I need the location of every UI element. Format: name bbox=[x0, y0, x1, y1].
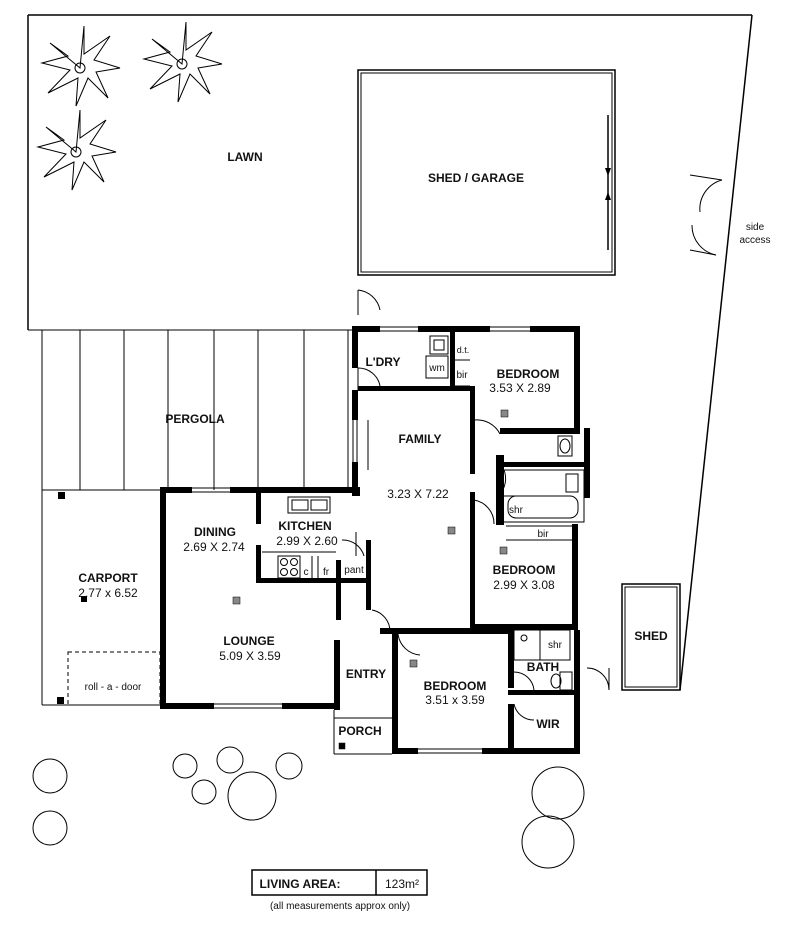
shr1-label: shr bbox=[509, 505, 524, 516]
living-area-value: 123m² bbox=[385, 877, 419, 891]
carport-dims: 2.77 x 6.52 bbox=[78, 586, 138, 600]
ensuite-fittings bbox=[499, 435, 585, 541]
laundry-fittings bbox=[425, 335, 470, 387]
carport-label: CARPORT bbox=[78, 571, 138, 585]
lounge-label: LOUNGE bbox=[223, 634, 274, 648]
roll-a-door-label: roll - a - door bbox=[85, 682, 142, 693]
entry-label: ENTRY bbox=[346, 667, 386, 681]
dt-label: d.t. bbox=[457, 345, 470, 355]
wm-label: wm bbox=[428, 363, 445, 374]
bedroom1-dims: 3.53 X 2.89 bbox=[489, 381, 551, 395]
dining-dims: 2.69 X 2.74 bbox=[183, 540, 245, 554]
tree-icon bbox=[142, 21, 223, 103]
bedroom1-label: BEDROOM bbox=[497, 367, 560, 381]
wir-label: WIR bbox=[536, 717, 560, 731]
shed-garage-label: SHED / GARAGE bbox=[428, 171, 524, 185]
fr-label: fr bbox=[323, 567, 330, 578]
measurements-note: (all measurements approx only) bbox=[270, 901, 410, 912]
bir1-label: bir bbox=[456, 370, 468, 381]
bedroom2-label: BEDROOM bbox=[493, 563, 556, 577]
living-area-label: LIVING AREA: bbox=[260, 877, 341, 891]
bedroom2-dims: 2.99 X 3.08 bbox=[493, 578, 555, 592]
shr2-label: shr bbox=[548, 640, 563, 651]
kitchen-fittings bbox=[262, 496, 336, 579]
bath-label: BATH bbox=[527, 660, 559, 674]
small-shed bbox=[621, 583, 681, 691]
lounge-dims: 5.09 X 3.59 bbox=[219, 649, 281, 663]
kitchen-dims: 2.99 X 2.60 bbox=[276, 534, 338, 548]
shrub-icon bbox=[32, 746, 585, 869]
bath-fittings bbox=[513, 629, 573, 691]
door-swings bbox=[341, 367, 610, 721]
bedroom3-dims: 3.51 x 3.59 bbox=[425, 693, 485, 707]
carport bbox=[41, 490, 162, 706]
pergola bbox=[28, 329, 358, 491]
porch bbox=[333, 710, 392, 755]
family-label: FAMILY bbox=[399, 432, 442, 446]
bedroom3-label: BEDROOM bbox=[424, 679, 487, 693]
dining-label: DINING bbox=[194, 525, 236, 539]
door-swing bbox=[357, 289, 381, 315]
family-dims: 3.23 X 7.22 bbox=[387, 487, 449, 501]
pergola-label: PERGOLA bbox=[165, 412, 225, 426]
side-access-line1: side bbox=[746, 222, 765, 233]
tree-icon bbox=[36, 109, 117, 191]
shed-label: SHED bbox=[634, 629, 668, 643]
pant-label: pant bbox=[344, 565, 364, 576]
porch-label: PORCH bbox=[338, 724, 381, 738]
bir2-label: bir bbox=[537, 529, 549, 540]
living-area-box bbox=[251, 869, 428, 896]
side-gate bbox=[689, 174, 723, 256]
side-access-line2: access bbox=[739, 235, 770, 246]
shed-garage bbox=[357, 69, 616, 276]
vents bbox=[232, 409, 509, 750]
tree-icon bbox=[40, 25, 121, 107]
property-boundary bbox=[27, 14, 753, 691]
windows bbox=[192, 326, 590, 754]
kitchen-label: KITCHEN bbox=[278, 519, 331, 533]
laundry-label: L'DRY bbox=[365, 355, 400, 369]
lawn-label: LAWN bbox=[227, 150, 262, 164]
c-label: c bbox=[304, 567, 309, 578]
